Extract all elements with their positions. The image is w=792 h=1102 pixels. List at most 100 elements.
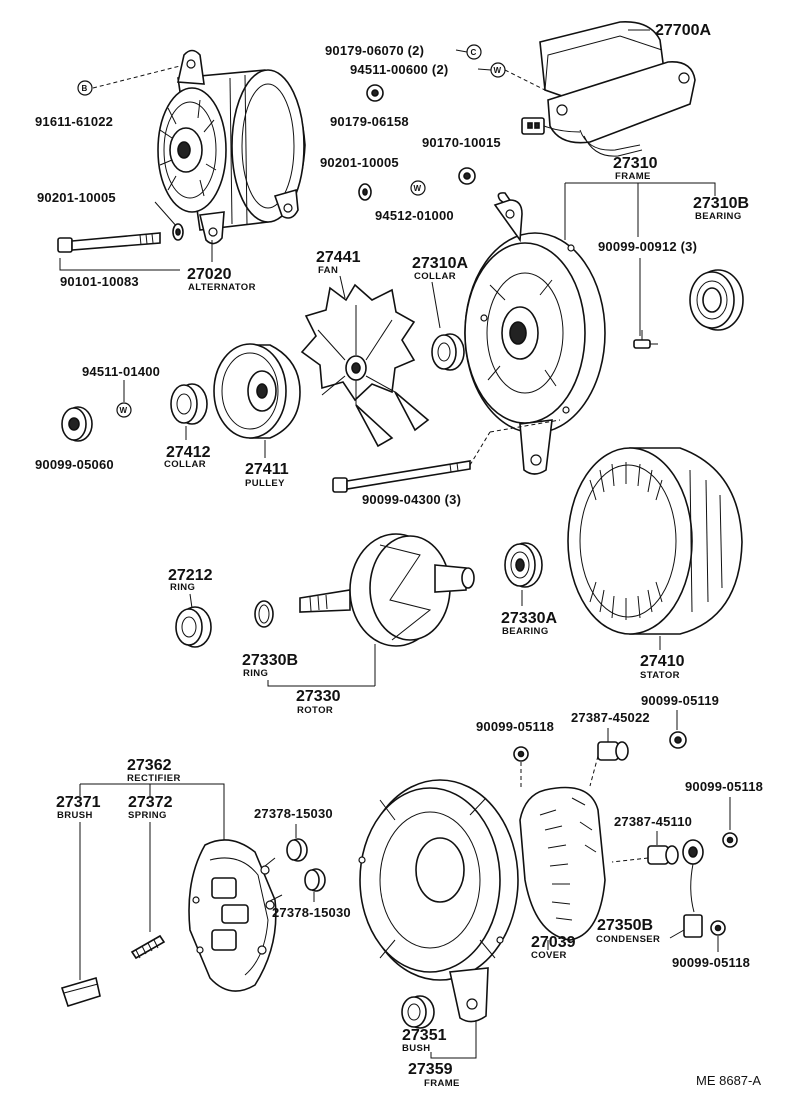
stator-drawing	[567, 447, 743, 635]
part-90099-05060-label: 90099-05060	[35, 457, 114, 472]
fan-drawing	[300, 283, 430, 448]
part-27330-number: 27330	[296, 688, 341, 705]
collar-27310a-drawing	[431, 333, 465, 371]
part-27441-name: FAN	[318, 265, 338, 276]
part-27372-number: 27372	[128, 794, 173, 811]
part-27039-name: COVER	[531, 950, 567, 961]
drive-end-frame-drawing	[464, 192, 606, 475]
part-27212-number: 27212	[168, 567, 213, 584]
part-27410-name: STATOR	[640, 670, 680, 681]
part-27330a-number: 27330A	[501, 610, 557, 627]
part-27330a-name: BEARING	[502, 626, 549, 637]
part-27387-45022-label: 27387-45022	[571, 710, 650, 725]
part-27310a-number: 27310A	[412, 255, 468, 272]
nut-symbol-c: C	[466, 44, 482, 60]
part-27378-15030-top-label: 27378-15030	[254, 806, 333, 821]
part-27371-number: 27371	[56, 794, 101, 811]
part-27359-name: FRAME	[424, 1078, 460, 1089]
ring-27212-drawing	[175, 606, 212, 648]
part-27330b-number: 27330B	[242, 652, 298, 669]
alternator-assembly-drawing	[157, 49, 306, 245]
rear-frame-drawing	[358, 779, 519, 1023]
part-90099-05119-label: 90099-05119	[641, 693, 719, 708]
part-27351-number: 27351	[402, 1027, 447, 1044]
part-27039-number: 27039	[531, 934, 576, 951]
nut-90099-05118-bottom-drawing	[710, 920, 726, 936]
diagram-reference: ME 8687-A	[696, 1073, 761, 1088]
condenser-drawing	[682, 839, 704, 938]
part-94511-01400-label: 94511-01400	[82, 364, 160, 379]
part-27371-name: BRUSH	[57, 810, 93, 821]
nut-90099-05118-top-drawing	[513, 746, 529, 762]
part-27700a-number: 27700A	[655, 22, 711, 39]
part-27441-number: 27441	[316, 249, 361, 266]
part-27310-name: FRAME	[615, 171, 651, 182]
part-27387-45110-label: 27387-45110	[614, 814, 692, 829]
terminal-27387-45022-drawing	[597, 741, 629, 761]
svg-text:W: W	[414, 184, 422, 193]
part-27310b-number: 27310B	[693, 195, 749, 212]
part-27350b-name: CONDENSER	[596, 934, 660, 945]
rectifier-drawing	[188, 839, 283, 992]
part-27412-name: COLLAR	[164, 459, 206, 470]
terminal-27387-45110-drawing	[647, 845, 679, 865]
nut-90099-05060-drawing	[61, 406, 93, 442]
part-27351-name: BUSH	[402, 1043, 431, 1054]
part-90099-00912-label: 90099-00912 (3)	[598, 239, 697, 254]
svg-text:W: W	[120, 406, 128, 415]
rotor-drawing	[299, 533, 475, 647]
part-27310b-name: BEARING	[695, 211, 742, 222]
brush-drawing	[60, 976, 101, 1007]
collar-27412-drawing	[170, 383, 208, 425]
bearing-27330a-drawing	[504, 542, 543, 588]
part-27378-15030-bottom-label: 27378-15030	[272, 905, 351, 920]
washer-symbol-w-center: W	[410, 180, 426, 196]
part-90179-06070-label: 90179-06070 (2)	[325, 43, 424, 58]
part-27411-number: 27411	[245, 461, 289, 478]
part-94511-00600-label: 94511-00600 (2)	[350, 62, 448, 77]
part-27330-name: ROTOR	[297, 705, 333, 716]
part-27212-name: RING	[170, 582, 195, 593]
bolt-symbol-b: B	[77, 80, 93, 96]
part-27410-number: 27410	[640, 653, 685, 670]
part-27362-number: 27362	[127, 757, 172, 774]
part-90201-10005-label: 90201-10005	[37, 190, 116, 205]
bush-27351-drawing	[401, 995, 435, 1029]
part-90099-05118-right-label: 90099-05118	[685, 779, 763, 794]
part-27310-number: 27310	[613, 155, 658, 172]
rectifier-cover-drawing	[519, 786, 606, 941]
nut-90099-05118-right-drawing	[722, 832, 738, 848]
part-90179-06158-label: 90179-06158	[330, 114, 409, 129]
part-27310a-name: COLLAR	[414, 271, 456, 282]
part-27412-number: 27412	[166, 444, 211, 461]
part-90170-10015-label: 90170-10015	[422, 135, 501, 150]
spring-drawing	[130, 934, 166, 960]
part-90099-05118-top-label: 90099-05118	[476, 719, 554, 734]
long-bolt-drawing	[57, 232, 161, 253]
part-90201-10005-center-label: 90201-10005	[320, 155, 399, 170]
part-27350b-number: 27350B	[597, 917, 653, 934]
part-27372-name: SPRING	[128, 810, 167, 821]
svg-text:B: B	[82, 84, 88, 93]
nut-90170-drawing	[458, 167, 476, 185]
bush-27378-bottom-drawing	[304, 868, 326, 892]
washer-drawing	[172, 223, 184, 241]
washer-symbol-w: W	[490, 62, 506, 78]
nut-90099-05119-drawing	[669, 731, 687, 749]
svg-text:W: W	[494, 66, 502, 75]
nut-drawing	[366, 84, 384, 102]
ring-27330b-drawing	[254, 600, 274, 628]
through-bolt-drawing	[332, 460, 471, 493]
part-27330b-name: RING	[243, 668, 268, 679]
part-27020-name: ALTERNATOR	[188, 282, 256, 293]
bush-27378-top-drawing	[286, 838, 308, 862]
part-90101-10083-label: 90101-10083	[60, 274, 139, 289]
part-90099-05118-bottom-label: 90099-05118	[672, 955, 750, 970]
regulator-drawing	[521, 21, 696, 157]
part-27411-name: PULLEY	[245, 478, 285, 489]
bearing-27310b-drawing	[689, 269, 744, 331]
svg-text:C: C	[471, 48, 477, 57]
part-27020-number: 27020	[187, 266, 232, 283]
pulley-drawing	[213, 343, 301, 439]
